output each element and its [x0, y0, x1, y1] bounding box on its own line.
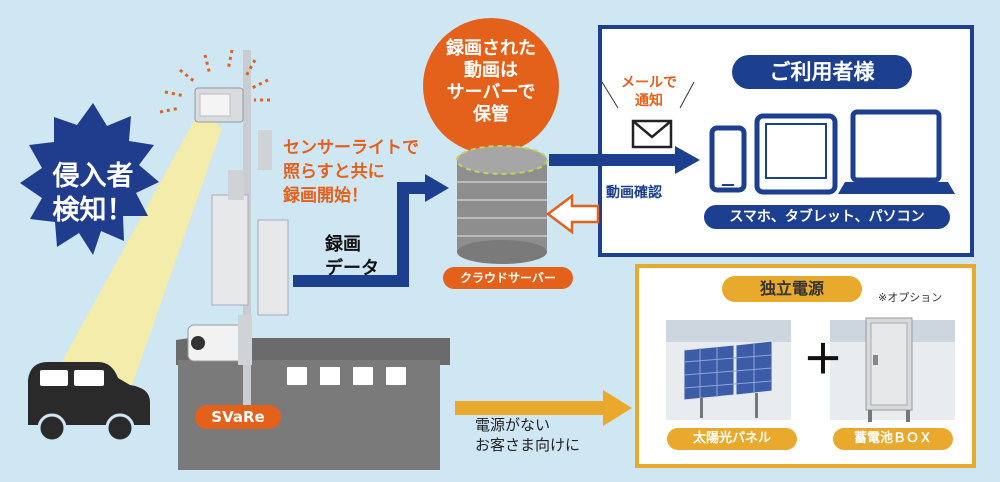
independent-power-title: 独立電源	[759, 279, 824, 298]
stored-bubble-text: 録画された 動画は サーバーで 保管	[446, 38, 536, 125]
battery-box-icon	[830, 317, 955, 422]
product-label: SVaRe	[211, 408, 265, 426]
stored-bubble	[423, 18, 559, 154]
devices-pill	[704, 205, 950, 229]
burst-line-1: 侵入者	[52, 161, 134, 192]
building-window	[287, 367, 307, 385]
light-beam	[30, 110, 222, 420]
tablet-icon	[754, 113, 838, 195]
alert-burst	[20, 103, 159, 255]
option-note: ※オプション	[878, 291, 943, 304]
car-icon	[28, 362, 150, 443]
sensor-note: センサーライトで 照らすと共に 録画開始！	[283, 138, 419, 206]
recording-data-label: 録画 データ	[325, 234, 379, 279]
burst-text: 侵入者 検知！	[38, 160, 148, 228]
notify-arrow-head	[675, 146, 700, 174]
burst-line-2: 検知！	[52, 195, 134, 226]
plus-sign: ＋	[803, 337, 843, 383]
light-rays	[159, 49, 270, 114]
solar-label-pill	[667, 428, 797, 450]
cloud-server-badge	[443, 267, 573, 289]
mail-notify-label: メールで 通知	[621, 75, 677, 109]
svare-badge	[195, 405, 281, 429]
recording-arrow-head	[425, 174, 449, 202]
svare-device	[187, 50, 289, 410]
notify-arrow-line	[549, 154, 677, 166]
no-power-note: 電源がない お客さま向けに	[475, 416, 581, 454]
power-arrow-line	[455, 401, 605, 415]
video-check-arrow	[545, 193, 600, 235]
mail-accent-line	[679, 81, 695, 109]
users-title: ご利用者様	[769, 60, 875, 84]
devices-label: スマホ、タブレット、パソコン	[729, 209, 925, 225]
solar-panel-label: 太陽光パネル	[692, 431, 771, 446]
cloud-server-icon	[456, 145, 548, 264]
battery-label-pill	[833, 428, 953, 450]
independent-power-title-pill	[722, 276, 862, 302]
users-title-pill	[732, 55, 912, 89]
building-window	[320, 367, 340, 385]
video-check-label: 動画確認	[606, 185, 662, 201]
mail-accent-line	[601, 81, 619, 109]
building-window	[386, 367, 406, 385]
recording-arrow-line	[293, 182, 425, 287]
solar-panel-icon	[666, 320, 791, 420]
laptop-icon	[838, 109, 955, 194]
power-arrow-head	[603, 390, 632, 426]
mail-icon	[631, 119, 673, 149]
battery-box-label: 蓄電池ＢＯＸ	[853, 431, 932, 446]
smartphone-icon	[709, 125, 747, 193]
building-window	[353, 367, 373, 385]
cloud-server-label: クラウドサーバー	[460, 271, 556, 285]
